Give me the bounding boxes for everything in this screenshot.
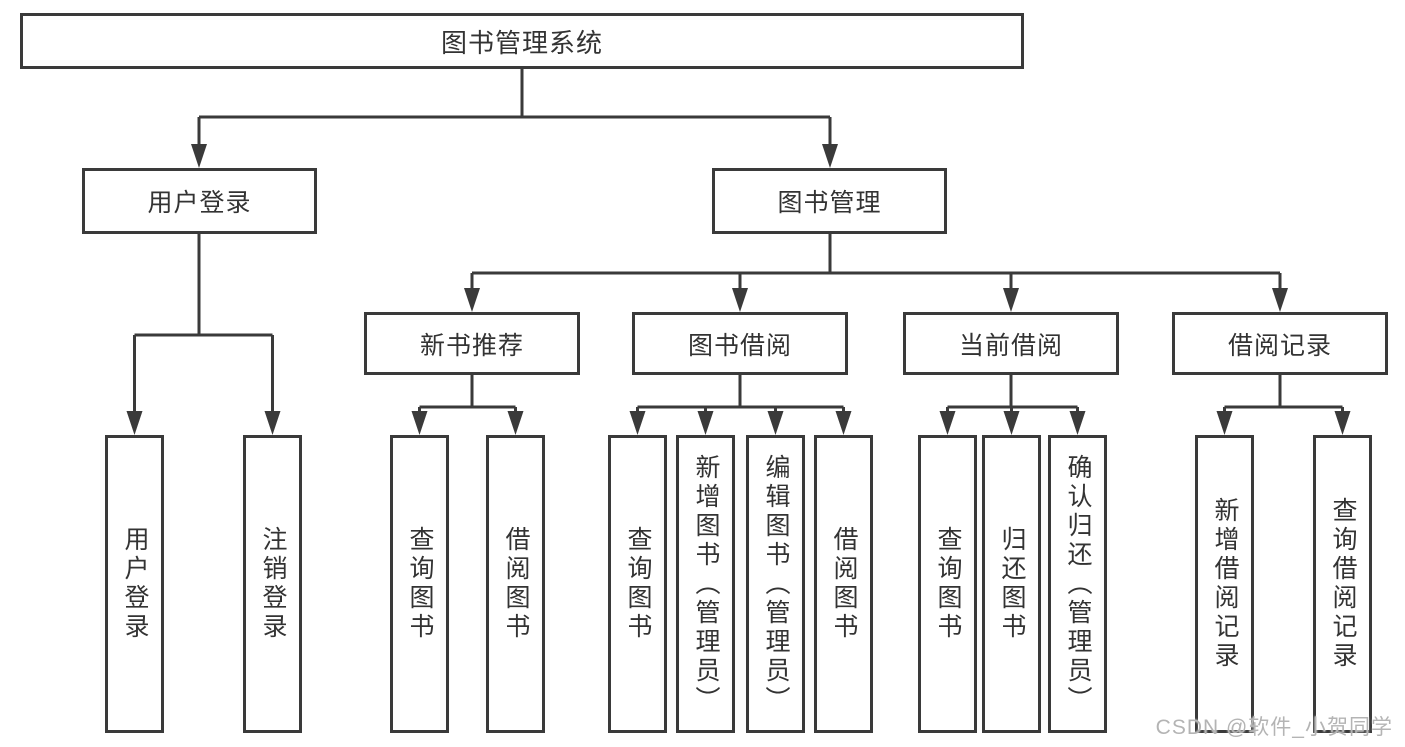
- node-label: 借阅记录: [1227, 331, 1332, 360]
- leaf-logout: 注销登录: [243, 435, 302, 733]
- node-label: 当前借阅: [958, 331, 1063, 360]
- node-label: 图书管理系统: [440, 27, 603, 58]
- leaf-confirm-return-admin: 确认归还（管理员）: [1048, 435, 1107, 733]
- leaf-label: 归还图书: [998, 526, 1026, 642]
- node-label: 图书借阅: [687, 331, 792, 360]
- node-book-borrowing: 图书借阅: [632, 312, 848, 375]
- leaf-edit-books-admin: 编辑图书（管理员）: [746, 435, 805, 733]
- leaf-query-books-current: 查询图书: [918, 435, 977, 733]
- node-borrowing-records: 借阅记录: [1172, 312, 1388, 375]
- node-label: 新书推荐: [419, 331, 524, 360]
- leaf-add-books-admin: 新增图书（管理员）: [676, 435, 735, 733]
- leaf-label: 编辑图书（管理员）: [762, 453, 790, 715]
- leaf-label: 查询图书: [934, 526, 962, 642]
- leaf-query-books-borrowing: 查询图书: [608, 435, 667, 733]
- leaf-query-borrow-record: 查询借阅记录: [1313, 435, 1372, 733]
- leaf-label: 查询图书: [624, 526, 652, 642]
- leaf-label: 新增图书（管理员）: [692, 453, 720, 715]
- leaf-label: 借阅图书: [502, 526, 530, 642]
- node-current-borrowing: 当前借阅: [903, 312, 1119, 375]
- csdn-watermark: CSDN @软件_小贺同学: [1155, 716, 1393, 739]
- leaf-label: 用户登录: [121, 526, 149, 642]
- leaf-label: 借阅图书: [830, 526, 858, 642]
- node-label: 用户登录: [147, 189, 252, 217]
- node-user-login: 用户登录: [82, 168, 317, 234]
- leaf-label: 查询图书: [406, 526, 434, 642]
- leaf-label: 注销登录: [259, 526, 287, 642]
- leaf-query-books-recommend: 查询图书: [390, 435, 449, 733]
- node-library-management-system: 图书管理系统: [20, 13, 1024, 69]
- node-label: 图书管理: [777, 189, 882, 217]
- leaf-label: 新增借阅记录: [1211, 497, 1239, 671]
- leaf-label: 查询借阅记录: [1329, 497, 1357, 671]
- leaf-borrow-books: 借阅图书: [814, 435, 873, 733]
- leaf-label: 确认归还（管理员）: [1064, 453, 1092, 715]
- leaf-borrow-books-recommend: 借阅图书: [486, 435, 545, 733]
- node-book-management: 图书管理: [712, 168, 947, 234]
- node-new-book-recommendation: 新书推荐: [364, 312, 580, 375]
- leaf-add-borrow-record: 新增借阅记录: [1195, 435, 1254, 733]
- leaf-return-books: 归还图书: [982, 435, 1041, 733]
- leaf-user-login: 用户登录: [105, 435, 164, 733]
